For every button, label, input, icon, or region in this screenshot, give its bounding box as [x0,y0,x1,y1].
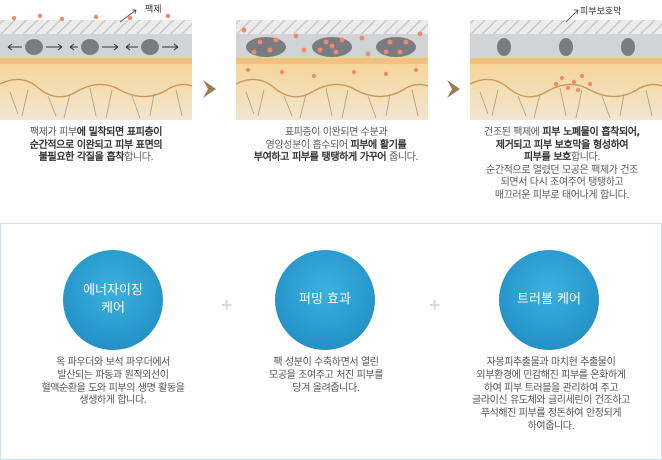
stage-2-illustration [236,0,428,120]
stage-arrow-1 [200,78,220,100]
description-segment: 부여하고 피부를 탱탱하게 가꾸어 [253,152,387,164]
description-segment: 줍니다. [386,152,419,164]
description-segment: 에 밀착되면 표피층이 [76,127,163,138]
description-segment: 건조된 팩제에 [484,127,543,138]
description-segment: 합니다. [124,152,154,164]
badge-title-line: 퍼밍 효과 [299,292,351,307]
description-segment: 합니다. [570,152,601,164]
effect-description-line: 생생하게 합니다. [79,395,147,407]
description-line: 순간적으로 열렸던 모공은 팩제가 건조 [462,165,662,178]
badge-title: 퍼밍 효과 [299,291,351,309]
description-line: 제거되고 피부 보호막을 형성하여 [462,140,662,153]
description-line: 불필요한 각질을 흡착합니다. [0,152,192,165]
description-segment: 되면서 다시 조여주어 탱탱하고 [500,177,624,189]
plus-icon: + [428,295,442,314]
description-segment: 순간적으로 열렸던 모공은 팩제가 건조 [486,164,638,176]
stage-1-callout: 팩제 [145,5,162,15]
skin-layer-diagram-3 [470,9,662,120]
description-line: 순간적으로 이완되고 피부 표면의 [0,140,192,153]
description-line: 영양성분이 흡수되어 피부에 활기를 [236,140,436,153]
chevron-right-icon [203,80,216,98]
description-line: 표피층이 이완되면 수분과 [236,127,436,140]
chevron-right-icon [447,80,460,98]
description-segment: 불필요한 각질을 흡착 [38,152,125,164]
effect-description-line: 발산되는 파동과 원적외선이 [57,369,169,381]
effect-description-line: 푸석해진 피부를 정돈하여 안정되게 [480,408,622,420]
stage-3-illustration [470,0,662,120]
skin-layer-diagram-1 [0,9,192,120]
stage-arrow-2 [444,78,464,100]
effect-description-line: 당겨 올려줍니다. [292,382,360,394]
description-segment: 피부를 보호 [523,152,571,164]
effect-description-line: 외부환경에 민감해진 피부를 온화하게 [476,369,626,381]
effect-description-line: 글라이신 유도체와 글리세린이 건조하고 [472,395,630,407]
description-segment: 순간적으로 이완되고 피부 표면의 [29,139,163,151]
description-line: 팩제가 피부에 밀착되면 표피층이 [0,127,192,140]
description-segment: 피부 노폐물이 흡착되어, [542,127,640,138]
effect-description-line: 모공을 조여주고 처진 피부를 [269,369,383,381]
stage-1-illustration [0,0,192,120]
effect-description-line: 팩 성분이 수축하면서 열린 [273,357,379,368]
effect-description-line: 하여 피부 트러블을 관리하여 주고 [483,382,619,394]
description-segment: 영양성분이 흡수되어 [265,139,351,151]
description-line: 피부를 보호합니다. [462,152,662,165]
description-line: 되면서 다시 조여주어 탱탱하고 [462,177,662,190]
effect-description-line: 자몽피추출물과 마치현 추출물이 [486,357,616,368]
description-segment: 팩제가 피부 [29,127,77,138]
description-segment: 피부에 활기를 [350,139,407,151]
description-segment: 표피층이 이완되면 수분과 [284,127,388,138]
trouble-care-badge: 트러블 케어 [499,250,599,350]
badge-title-line: 에너자이징 [83,283,143,298]
description-line: 부여하고 피부를 탱탱하게 가꾸어 줍니다. [236,152,436,165]
badge-title-line: 트러블 케어 [517,292,581,307]
description-line: 건조된 팩제에 피부 노폐물이 흡착되어, [462,127,662,140]
plus-icon: + [220,295,234,314]
skin-layer-diagram-2 [236,20,428,120]
effect-description-line: 혈액순환을 도와 피부의 생명 활동을 [41,382,185,394]
badge-title: 트러블 케어 [517,291,581,309]
description-line: 매끄러운 피부로 태어나게 합니다. [462,190,662,203]
effect-description-line: 하여줍니다. [527,420,575,432]
effect-description-line: 옥 파우더와 보석 파우더에서 [56,357,170,368]
description-segment: 제거되고 피부 보호막을 형성하여 [495,139,629,151]
firming-effect-badge: 퍼밍 효과 [275,250,375,350]
description-segment: 매끄러운 피부로 태어나게 합니다. [494,189,630,201]
badge-title-line: 케어 [101,301,125,316]
stage-3-callout: 피부보호막 [580,7,622,17]
